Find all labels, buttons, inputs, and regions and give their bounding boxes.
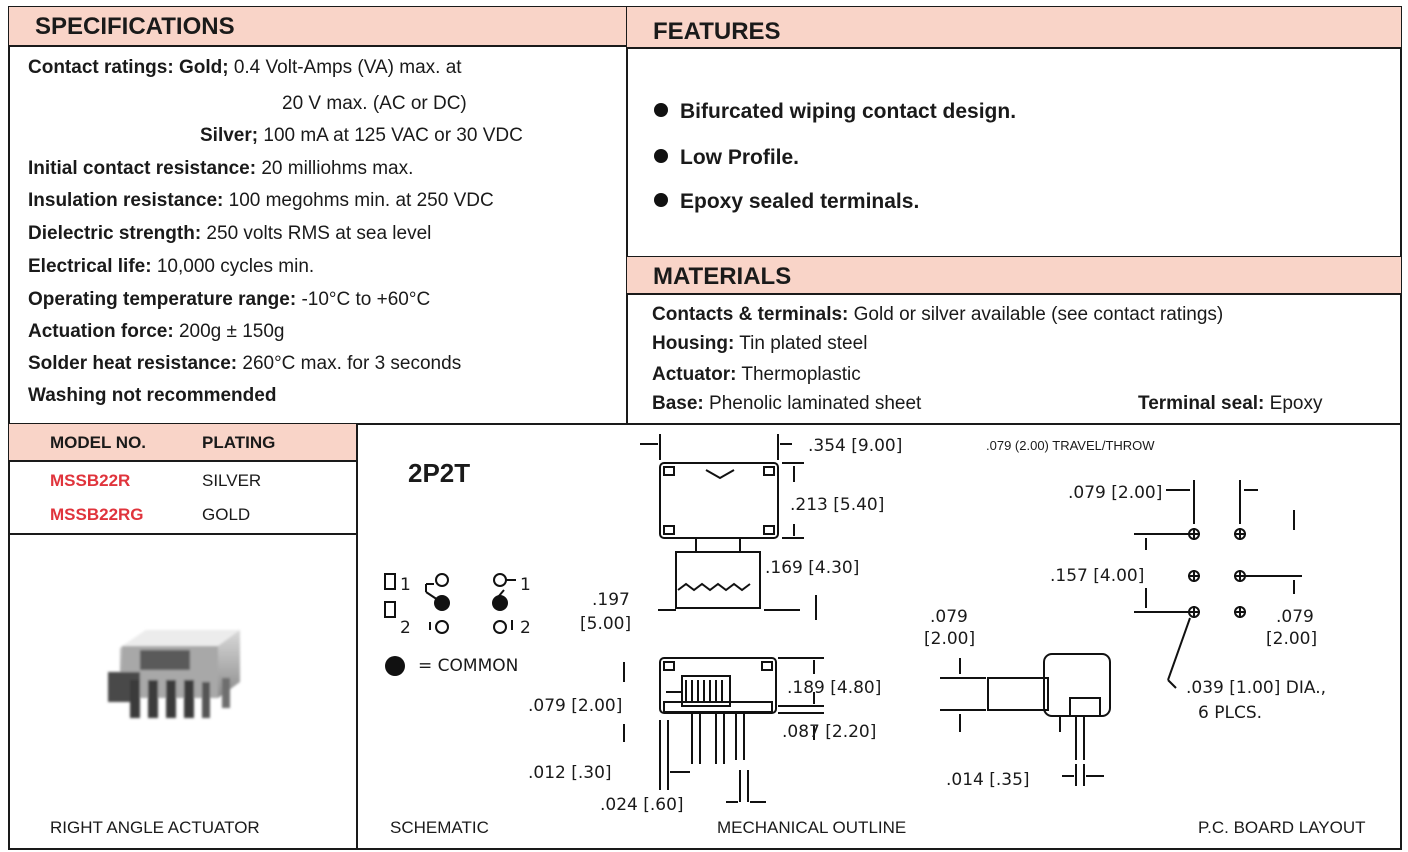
dim-pcb-hole-dia: .039 [1.00] DIA., <box>1186 678 1327 698</box>
dim-side-079-a: .079 <box>930 607 968 627</box>
spec-line-washing: Washing not recommended <box>28 385 277 406</box>
schematic-pin-2-right: 2 <box>520 618 531 638</box>
schematic-pin-2-left: 2 <box>400 618 411 638</box>
outline-caption: MECHANICAL OUTLINE <box>717 818 907 837</box>
dim-189: .189 [4.80] <box>787 678 882 698</box>
dim-087: .087 [2.20] <box>782 722 877 742</box>
pole-config-label: 2P2T <box>408 458 471 488</box>
model-number: MSSB22RG <box>50 505 144 524</box>
schematic-pin-1-left: 1 <box>400 575 411 595</box>
dim-213: .213 [5.40] <box>790 495 885 515</box>
spec-line-contact-ratings-2: 20 V max. (AC or DC) <box>282 93 467 114</box>
spec-line-electrical-life: Electrical life: 10,000 cycles min. <box>28 256 315 277</box>
features-header: FEATURES <box>627 7 1401 49</box>
material-contacts: Contacts & terminals: Gold or silver ava… <box>652 304 1224 325</box>
bullet-icon <box>654 193 668 207</box>
spec-line-contact-resistance: Initial contact resistance: 20 milliohms… <box>28 158 414 179</box>
spec-line-insulation: Insulation resistance: 100 megohms min. … <box>28 190 494 211</box>
plating-value: GOLD <box>202 505 251 524</box>
plating-value: SILVER <box>202 471 262 490</box>
specifications-header: SPECIFICATIONS <box>9 7 627 47</box>
schematic-diagram <box>384 573 516 676</box>
materials-header: MATERIALS <box>627 257 1401 295</box>
common-legend: = COMMON <box>418 656 519 676</box>
plating-column-header: PLATING <box>202 433 276 452</box>
dim-side-014: .014 [.35] <box>946 770 1030 790</box>
spec-line-silver: Silver; 100 mA at 125 VAC or 30 VDC <box>200 125 523 146</box>
bullet-icon <box>654 149 668 163</box>
material-actuator: Actuator: Thermoplastic <box>652 364 861 385</box>
feature-item: Low Profile. <box>654 146 799 170</box>
dim-pcb-079-right-b: [2.00] <box>1266 629 1318 649</box>
dim-197-b: [5.00] <box>580 614 632 634</box>
feature-item: Bifurcated wiping contact design. <box>654 100 1016 124</box>
model-number: MSSB22R <box>50 471 131 490</box>
dim-pcb-157: .157 [4.00] <box>1050 566 1145 586</box>
schematic-pin-1-right: 1 <box>520 575 531 595</box>
product-caption: RIGHT ANGLE ACTUATOR <box>50 818 260 837</box>
travel-note: .079 (2.00) TRAVEL/THROW <box>986 438 1155 453</box>
feature-item: Epoxy sealed terminals. <box>654 190 919 214</box>
dim-169: .169 [4.30] <box>765 558 860 578</box>
dim-pcb-079-right-a: .079 <box>1276 607 1314 627</box>
spec-line-actuation-force: Actuation force: 200g ± 150g <box>28 321 285 342</box>
mechanical-outline-drawing <box>623 434 824 803</box>
bullet-icon <box>654 103 668 117</box>
material-base: Base: Phenolic laminated sheet <box>652 393 922 414</box>
divider <box>9 533 357 535</box>
spec-line-temperature: Operating temperature range: -10°C to +6… <box>28 289 431 310</box>
schematic-caption: SCHEMATIC <box>390 818 489 837</box>
dim-354: .354 [9.00] <box>808 436 903 456</box>
spec-line-solder-heat: Solder heat resistance: 260°C max. for 3… <box>28 353 462 374</box>
pcb-caption: P.C. BOARD LAYOUT <box>1198 818 1366 837</box>
model-table-header <box>9 424 357 462</box>
material-terminal-seal: Terminal seal: Epoxy <box>1138 393 1323 414</box>
dim-pcb-079-top: .079 [2.00] <box>1068 483 1163 503</box>
model-column-header: MODEL NO. <box>50 433 147 452</box>
spec-line-contact-ratings: Contact ratings: Gold; 0.4 Volt-Amps (VA… <box>28 57 462 78</box>
dim-079: .079 [2.00] <box>528 696 623 716</box>
drawing-panel <box>356 423 1402 850</box>
dim-012: .012 [.30] <box>528 763 612 783</box>
dim-197-a: .197 <box>592 590 630 610</box>
spec-line-dielectric: Dielectric strength: 250 volts RMS at se… <box>28 223 432 244</box>
dim-side-079-b: [2.00] <box>924 629 976 649</box>
dim-pcb-6plcs: 6 PLCS. <box>1198 703 1263 723</box>
material-housing: Housing: Tin plated steel <box>652 333 868 354</box>
switch-product-photo <box>108 630 240 718</box>
pcb-layout-drawing <box>940 480 1302 786</box>
dim-024: .024 [.60] <box>600 795 684 815</box>
